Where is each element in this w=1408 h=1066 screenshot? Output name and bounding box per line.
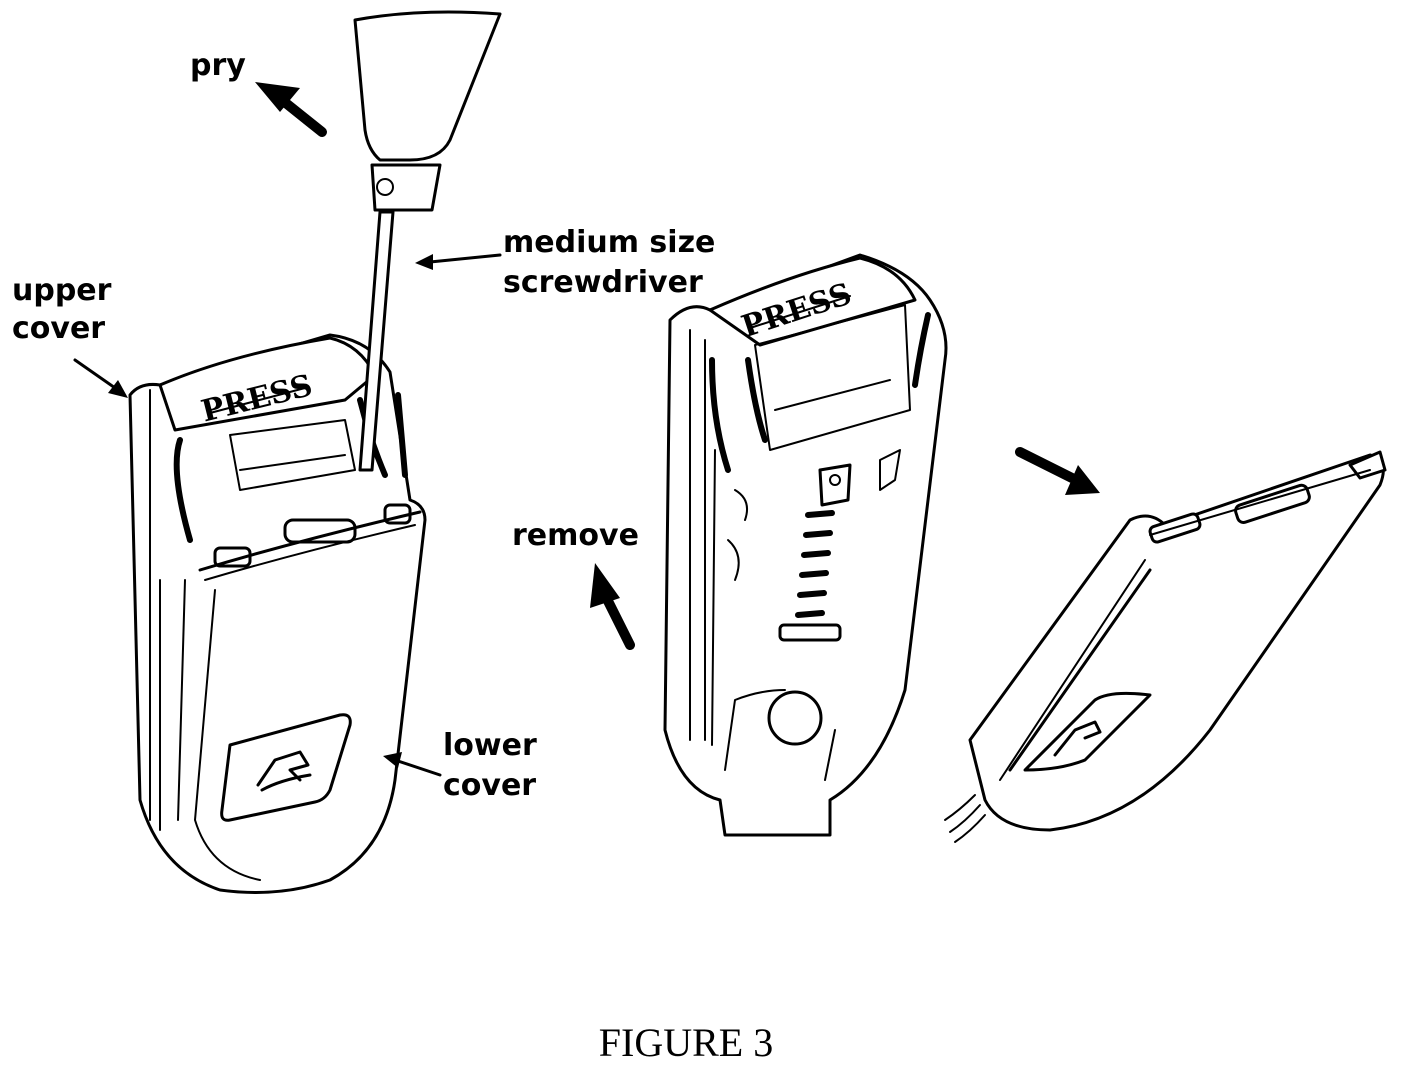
- remove-arrow: [590, 563, 635, 650]
- label-lower-cover-line2: cover: [443, 768, 536, 803]
- label-screwdriver-line1: medium size: [503, 225, 715, 260]
- label-upper-cover-line2: cover: [12, 311, 105, 346]
- label-lower-cover-line1: lower: [443, 728, 537, 763]
- lower-cover-arrow: [383, 752, 442, 777]
- figure-caption: FIGURE 3: [599, 1020, 773, 1065]
- screwdriver-pointer-arrow: [415, 253, 502, 270]
- cover-direction-arrow: [1015, 447, 1100, 495]
- right-device: [663, 253, 948, 837]
- label-pry: pry: [190, 48, 246, 83]
- left-device: [128, 333, 427, 894]
- label-screwdriver-line2: screwdriver: [503, 265, 703, 300]
- upper-cover-arrow: [73, 358, 128, 398]
- detached-lower-cover: [944, 450, 1387, 843]
- label-upper-cover-line1: upper: [12, 273, 112, 308]
- label-remove: remove: [512, 518, 639, 553]
- pry-arrow: [255, 82, 327, 137]
- screwdriver: [353, 10, 502, 472]
